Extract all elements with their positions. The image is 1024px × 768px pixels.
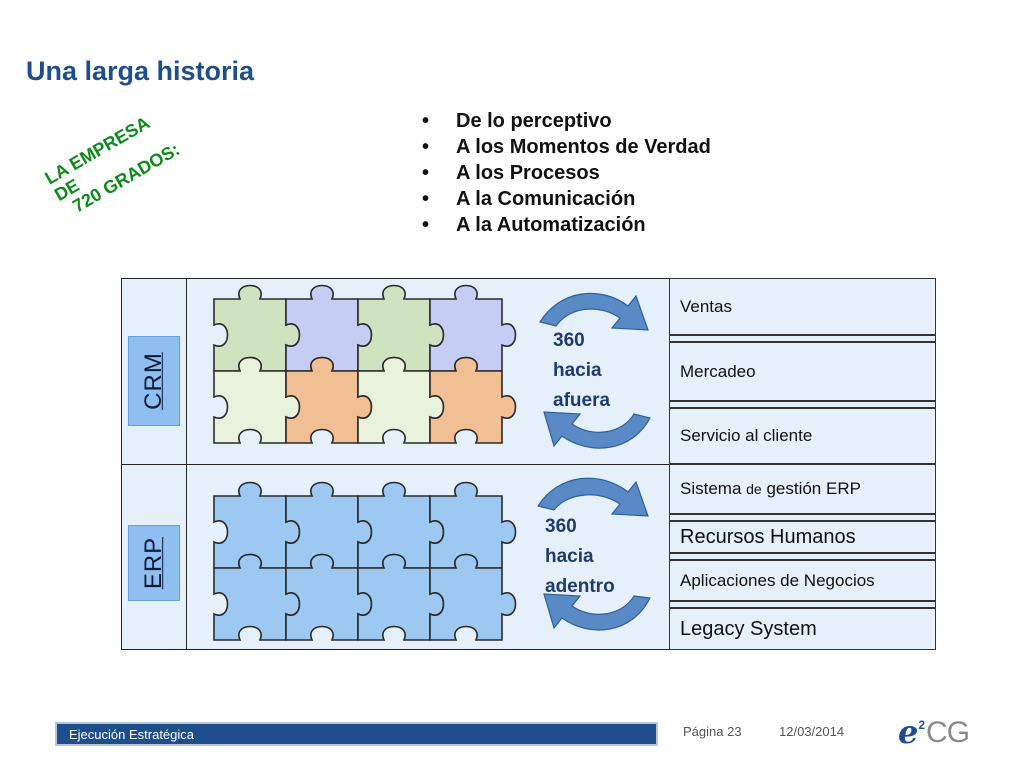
divider-vertical: [186, 279, 187, 649]
logo-cg: CG: [926, 716, 970, 749]
box-separator: [669, 601, 936, 608]
cycle-line: 360: [553, 330, 585, 351]
cycle-line: 360: [545, 516, 577, 537]
system-box-mercadeo: Mercadeo: [669, 342, 936, 401]
system-box-rrhh: Recursos Humanos: [669, 521, 936, 553]
bullet-list: De lo perceptivo A los Momentos de Verda…: [420, 108, 711, 238]
crm-label: CRM: [128, 336, 180, 426]
system-label: Legacy System: [680, 617, 817, 640]
slogan-text: LA EMPRESA DE 720 GRADOS:: [42, 112, 184, 221]
box-separator: [669, 335, 936, 342]
slide-title: Una larga historia: [26, 56, 255, 86]
system-box-apps: Aplicaciones de Negocios: [669, 560, 936, 601]
cycle-line: afuera: [553, 390, 611, 411]
box-separator: [669, 553, 936, 560]
system-label-part: gestión ERP: [761, 479, 861, 498]
system-label: Ventas: [680, 296, 732, 316]
system-label: Sistema de gestión ERP: [680, 479, 861, 499]
system-label-part: de: [746, 481, 762, 497]
footer-section-bar: Ejecución Estratégica: [55, 722, 658, 746]
logo-e: e: [898, 713, 919, 751]
system-box-erp: Sistema de gestión ERP: [669, 464, 936, 514]
system-label: Mercadeo: [680, 361, 756, 381]
footer-date: 12/03/2014: [779, 724, 845, 739]
box-separator: [669, 514, 936, 521]
bullet-item: A la Automatización: [420, 212, 711, 238]
cycle-line: hacia: [553, 360, 602, 381]
cycle-line: hacia: [545, 546, 594, 567]
system-label: Aplicaciones de Negocios: [680, 570, 875, 590]
box-separator: [669, 401, 936, 408]
system-label-part: Sistema: [680, 479, 747, 498]
logo-superscript: 2: [918, 718, 926, 732]
bullet-item: A los Procesos: [420, 160, 711, 186]
bullet-item: A la Comunicación: [420, 186, 711, 212]
crm-cycle-label: 360 hacia afuera: [553, 326, 610, 416]
divider-horizontal: [122, 464, 669, 465]
page-number: Página 23: [683, 724, 742, 739]
system-label: Servicio al cliente: [680, 426, 813, 445]
bullet-item: A los Momentos de Verdad: [420, 134, 711, 160]
erp-cycle-label: 360 hacia adentro: [545, 512, 615, 602]
company-logo: e 2 CG: [898, 713, 970, 751]
cycle-line: adentro: [545, 576, 615, 597]
erp-label-text: ERP: [140, 536, 168, 590]
erp-label: ERP: [128, 525, 180, 601]
system-box-servicio: Servicio al cliente: [669, 408, 936, 464]
system-label: Recursos Humanos: [680, 525, 856, 548]
footer-section-label: Ejecución Estratégica: [69, 727, 195, 742]
system-box-ventas: Ventas: [669, 278, 936, 335]
system-box-legacy: Legacy System: [669, 608, 936, 650]
crm-label-text: CRM: [140, 352, 167, 410]
bullet-item: De lo perceptivo: [420, 108, 711, 134]
